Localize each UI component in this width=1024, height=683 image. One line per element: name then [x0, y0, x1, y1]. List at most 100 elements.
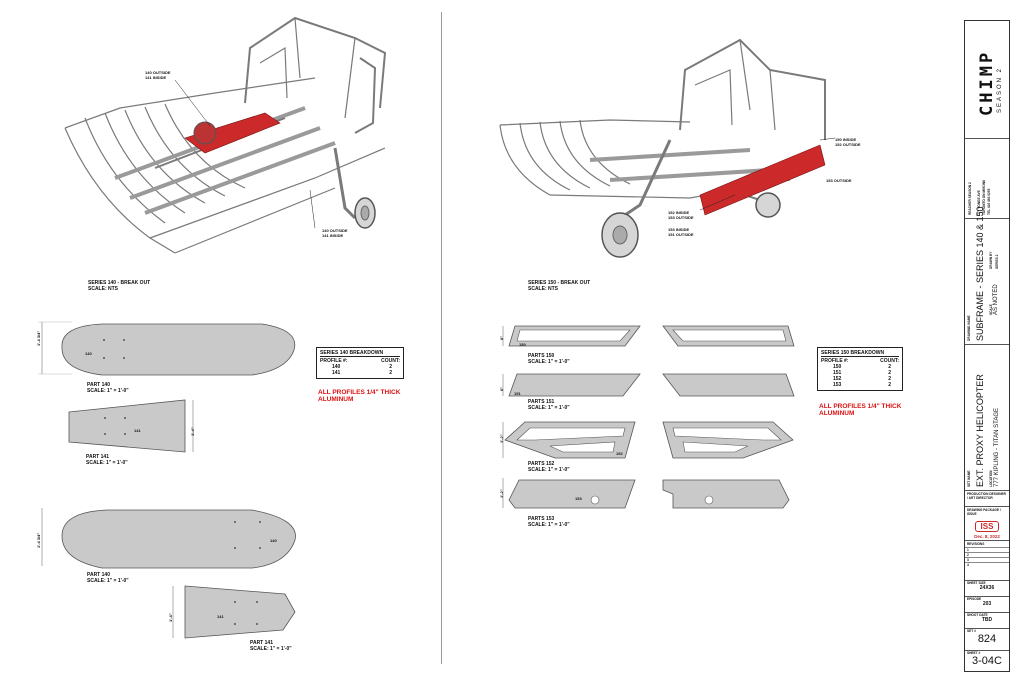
table-cell: 2 [888, 370, 891, 376]
brand-logo: CHIMP [977, 49, 997, 116]
episode-value: 203 [982, 601, 992, 607]
caption-scale: SCALE: 1" = 1'-0" [528, 467, 570, 473]
callout-line: 141 INSIDE [322, 233, 344, 238]
callout-140-top: 140 OUTSIDE 141 INSIDE [145, 70, 171, 80]
designer-cell: PRODUCTION DESIGNER / ART DIRECTOR [965, 491, 1009, 507]
dimension-label: 1'-4 3/4" [36, 330, 41, 346]
caption-title: PARTS 153 [528, 516, 555, 522]
caption-title: PART 140 [87, 382, 110, 388]
part-141-profile [68, 399, 194, 453]
part-tag: 153 [575, 496, 582, 501]
field-label: LOCATION [989, 470, 993, 487]
set-number-value: 824 [977, 633, 997, 645]
material-note: ALL PROFILES 1/4" THICK ALUMINUM [318, 389, 401, 403]
caption-title: PARTS 152 [528, 461, 555, 467]
revision-row: 2 [965, 552, 1009, 557]
drawing-name-cell: DRAWING NAME SUBFRAME - SERIES 140 & 150… [965, 206, 1009, 345]
caption-scale: SCALE: 1" = 1'-0" [528, 522, 570, 528]
table-cell: 2 [888, 382, 891, 388]
table-cell: 2 [888, 364, 891, 370]
series-140-caption: SERIES 140 - BREAK OUT SCALE: NTS [88, 280, 150, 292]
revision-row: 3 [965, 557, 1009, 562]
set-name-cell: SET NAME EXT. PROXY HELICOPTER LOCATION … [965, 345, 1009, 491]
part-tag: 140 [270, 538, 277, 543]
parts-151-caption: PARTS 151 SCALE: 1" = 1'-0" [528, 399, 570, 411]
callout-line: 153 INSIDE [668, 227, 690, 232]
field-label: DRAWING PACKAGE / ISSUE [967, 508, 1001, 516]
part-141-caption: PART 141 SCALE: 1" = 1'-0" [86, 454, 128, 466]
company-cell: REACHER SEASON 2 777 YONGE AVE TORONTO O… [965, 139, 1009, 219]
dimension-label: 1'-4" [168, 613, 173, 622]
series-150-breakout-view [499, 38, 836, 258]
field-label: DRAWING NAME [967, 315, 971, 341]
caption-title: PART 141 [250, 640, 273, 646]
sheet-size-cell: SHEET SIZE 24X36 [965, 581, 1009, 597]
series-150-caption: SERIES 150 - BREAK OUT SCALE: NTS [528, 280, 590, 292]
revisions-cell: REVISIONS 1 2 3 4 [965, 541, 1009, 581]
sheet-number-cell: SHEET # 3-04C [965, 651, 1009, 671]
field-label: DRAWN BY [989, 251, 993, 269]
field-label: REVISIONS [967, 542, 985, 546]
caption-scale: SCALE: 1" = 1'-0" [87, 388, 129, 394]
table-cell: 151 [833, 370, 842, 376]
series-140-breakdown-table: SERIES 140 BREAKDOWN PROFILE #: COUNT: 1… [316, 347, 404, 379]
dimension-label: 1'-2" [499, 434, 504, 443]
table-cell: 153 [833, 382, 842, 388]
table-cell: 2 [888, 376, 891, 382]
callout-line: 150 INSIDE [835, 137, 857, 142]
table-cell: 140 [332, 364, 341, 370]
scale-value: AS NOTED [993, 284, 999, 315]
revision-row: 1 [965, 547, 1009, 552]
episode-cell: EPISODE 203 [965, 597, 1009, 613]
table-row: 140 2 [320, 364, 400, 370]
issue-date: Dec. 8, 2022 [974, 534, 1000, 539]
brand-season: SEASON 2 [997, 66, 1003, 113]
field-label: SHEET # [967, 651, 981, 655]
table-header-cell: PROFILE #: [821, 358, 849, 364]
callout-150-right: 153 OUTSIDE [826, 178, 852, 183]
company-line: REACHER SEASON 2 [968, 182, 972, 215]
part-tag: 141 [134, 428, 141, 433]
part-140-profile [38, 321, 296, 376]
part-141-caption: PART 141 SCALE: 1" = 1'-0" [250, 640, 292, 652]
callout-line: 152 INSIDE [668, 210, 690, 215]
caption-title: PART 140 [87, 572, 110, 578]
issue-cell: DRAWING PACKAGE / ISSUE ISS Dec. 8, 2022 [965, 507, 1009, 541]
table-cell: 141 [332, 370, 341, 376]
part-140-caption: PART 140 SCALE: 1" = 1'-0" [87, 572, 129, 584]
series-150-breakdown-table: SERIES 150 BREAKDOWN PROFILE #: COUNT: 1… [817, 347, 903, 391]
table-header: PROFILE #: COUNT: [320, 358, 400, 364]
table-title: SERIES 150 BREAKDOWN [821, 350, 899, 357]
field-label: EPISODE [967, 597, 982, 601]
part-140-profile [41, 508, 296, 569]
sheet-number-value: 3-04C [972, 655, 1002, 667]
drawn-by-value: SERIES 2 [995, 254, 999, 269]
caption-scale: SCALE: NTS [88, 286, 118, 292]
callout-150-top: 150 INSIDE 152 OUTSIDE [835, 137, 861, 147]
caption-title: PART 141 [86, 454, 109, 460]
caption-scale: SCALE: 1" = 1'-0" [87, 578, 129, 584]
part-tag: 152 [616, 451, 623, 456]
sheet-size-value: 24X36 [979, 585, 995, 591]
part-140-caption: PART 140 SCALE: 1" = 1'-0" [87, 382, 129, 394]
callout-line: 153 OUTSIDE [668, 215, 694, 220]
parts-152-caption: PARTS 152 SCALE: 1" = 1'-0" [528, 461, 570, 473]
table-header: PROFILE #: COUNT: [821, 358, 899, 364]
callout-line: 152 OUTSIDE [835, 142, 861, 147]
parts-150-153-profiles [502, 325, 795, 509]
dimension-label: 1'-4 3/4" [36, 532, 41, 548]
parts-150-caption: PARTS 150 SCALE: 1" = 1'-0" [528, 353, 570, 365]
table-header-cell: COUNT: [381, 358, 400, 364]
revision-row: 4 [965, 562, 1009, 567]
company-line: TEL 416 463 0255 [987, 188, 991, 215]
callout-line: 151 OUTSIDE [668, 232, 694, 237]
table-header-cell: COUNT: [880, 358, 899, 364]
field-label: SET # [967, 629, 976, 633]
set-name: EXT. PROXY HELICOPTER [975, 374, 985, 487]
caption-scale: SCALE: 1" = 1'-0" [528, 405, 570, 411]
part-141-profile [172, 585, 296, 639]
issue-stamp: ISS [974, 521, 1000, 532]
